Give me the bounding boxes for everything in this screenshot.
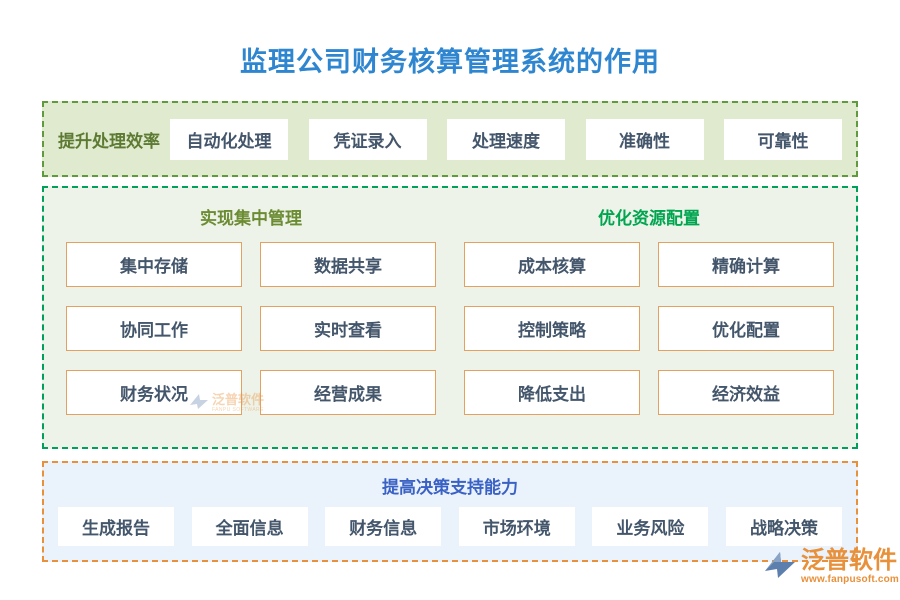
chip-efficiency-3[interactable]: 准确性 xyxy=(585,118,704,160)
chip-decision-1[interactable]: 全面信息 xyxy=(191,507,308,546)
cell-resource-0[interactable]: 成本核算 xyxy=(464,242,640,287)
cell-central-0[interactable]: 集中存储 xyxy=(66,242,242,287)
cell-central-5[interactable]: 经营成果 xyxy=(260,370,436,415)
brand-logo-name: 泛普软件 xyxy=(801,546,897,574)
cell-grid-resource-optimization: 成本核算 精确计算 控制策略 优化配置 降低支出 经济效益 xyxy=(464,242,834,415)
cell-resource-4[interactable]: 降低支出 xyxy=(464,370,640,415)
column-resource-optimization: 优化资源配置 成本核算 精确计算 控制策略 优化配置 降低支出 经济效益 xyxy=(464,204,834,429)
column-heading-resource-optimization: 优化资源配置 xyxy=(598,209,700,228)
section-efficiency-label: 提升处理效率 xyxy=(58,131,160,151)
section-decision-items: 生成报告 全面信息 财务信息 市场环境 业务风险 战略决策 xyxy=(58,507,842,546)
cell-central-4[interactable]: 财务状况 xyxy=(66,370,242,415)
chip-efficiency-1[interactable]: 凭证录入 xyxy=(308,118,427,160)
chip-decision-3[interactable]: 市场环境 xyxy=(458,507,575,546)
cell-resource-5[interactable]: 经济效益 xyxy=(658,370,834,415)
cell-grid-central-management: 集中存储 数据共享 协同工作 实时查看 财务状况 经营成果 xyxy=(66,242,436,415)
page-title: 监理公司财务核算管理系统的作用 xyxy=(240,47,660,77)
chip-efficiency-4[interactable]: 可靠性 xyxy=(724,118,842,160)
section-efficiency: 提升处理效率 自动化处理 凭证录入 处理速度 准确性 可靠性 xyxy=(42,101,858,177)
cell-central-3[interactable]: 实时查看 xyxy=(260,306,436,351)
cell-resource-3[interactable]: 优化配置 xyxy=(658,306,834,351)
chip-efficiency-0[interactable]: 自动化处理 xyxy=(170,118,288,160)
cell-resource-2[interactable]: 控制策略 xyxy=(464,306,640,351)
section-efficiency-items: 自动化处理 凭证录入 处理速度 准确性 可靠性 xyxy=(170,118,842,160)
section-central-management: 实现集中管理 集中存储 数据共享 协同工作 实时查看 财务状况 经营成果 优化资… xyxy=(42,186,858,449)
chip-decision-0[interactable]: 生成报告 xyxy=(58,507,174,546)
section-decision-support: 提高决策支持能力 生成报告 全面信息 财务信息 市场环境 业务风险 战略决策 xyxy=(42,461,858,562)
cell-central-2[interactable]: 协同工作 xyxy=(66,306,242,351)
chip-efficiency-2[interactable]: 处理速度 xyxy=(447,118,565,160)
column-central-management: 实现集中管理 集中存储 数据共享 协同工作 实时查看 财务状况 经营成果 xyxy=(66,204,436,429)
brand-logo-fanpu: 泛普软件 www.fanpusoft.com xyxy=(762,548,899,585)
chip-decision-2[interactable]: 财务信息 xyxy=(325,507,442,546)
chip-decision-5[interactable]: 战略决策 xyxy=(725,507,842,546)
column-heading-central-management: 实现集中管理 xyxy=(200,209,302,228)
chip-decision-4[interactable]: 业务风险 xyxy=(592,507,709,546)
section-decision-heading: 提高决策支持能力 xyxy=(382,478,518,497)
fanpu-logo-swoosh-icon xyxy=(762,548,798,585)
brand-logo-url: www.fanpusoft.com xyxy=(801,573,900,585)
cell-central-1[interactable]: 数据共享 xyxy=(260,242,436,287)
cell-resource-1[interactable]: 精确计算 xyxy=(658,242,834,287)
